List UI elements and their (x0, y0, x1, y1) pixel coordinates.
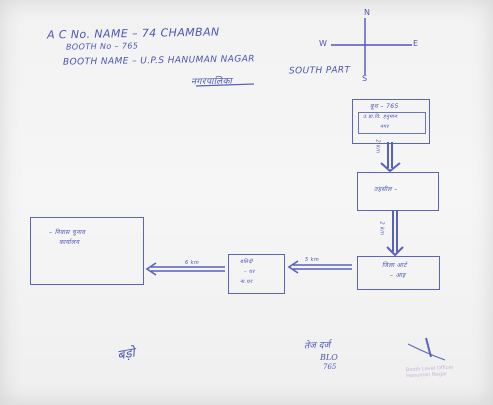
distance-label-1: 2 km (374, 139, 381, 154)
right-signature-line-3: 765 (323, 363, 337, 371)
small-location-box: बलिदी – घर ना.घर (228, 254, 285, 294)
arrow-head-1 (380, 162, 401, 173)
signature-stroke (407, 343, 446, 361)
left-office-label-2: कार्यालय (59, 239, 80, 246)
arrow-head-2 (386, 246, 404, 257)
underline-header (195, 83, 255, 87)
compass-south-label: S (362, 74, 368, 83)
booth-inner-box (358, 112, 426, 134)
small-location-label-1: बलिदी (240, 259, 253, 265)
right-location-box: जिला आर्ट – आइ (357, 256, 440, 290)
middle-location-label: तहसील – (374, 186, 398, 193)
small-location-label-3: ना.घर (240, 279, 253, 285)
header-line-1: A C No. NAME – 74 CHAMBAN (46, 25, 220, 42)
right-signature-line-1: तेज दर्ज (303, 340, 331, 352)
booth-label-2: उ.प्रा.वि. हनुमान (363, 114, 398, 120)
distance-label-2: 2 km (378, 221, 385, 236)
header-line-5: नगरपालिका (190, 76, 233, 88)
left-office-box: – निवास चुनाव कार्यालय (30, 217, 144, 285)
compass-east-label: E (413, 39, 419, 48)
header-line-4: SOUTH PART (288, 65, 351, 77)
right-location-label-2: – आइ (390, 272, 406, 279)
distance-label-3: 5 km (305, 257, 320, 263)
booth-label-3: नगर (380, 124, 389, 130)
blo-stamp: Booth Level Officer Hanuman Nagar (406, 365, 454, 379)
header-line-2: BOOTH No – 765 (65, 41, 139, 52)
distance-label-4: 6 km (185, 260, 200, 266)
left-signature: बड़ो (116, 345, 137, 364)
right-location-label-1: जिला आर्ट (382, 262, 407, 269)
compass-west-label: W (319, 39, 327, 48)
small-location-label-2: – घर (244, 269, 255, 275)
booth-box: बूथ – 765 उ.प्रा.वि. हनुमान नगर (352, 99, 430, 144)
signature-mark (425, 337, 432, 358)
arrow-head-4 (145, 262, 157, 276)
arrow-head-3 (287, 260, 299, 274)
compass-north-label: N (364, 8, 370, 17)
left-office-label-1: – निवास चुनाव (49, 229, 86, 236)
middle-location-box: तहसील – (357, 172, 439, 211)
right-signature-line-2: BLO (320, 353, 338, 362)
booth-label-1: बूथ – 765 (370, 103, 399, 110)
